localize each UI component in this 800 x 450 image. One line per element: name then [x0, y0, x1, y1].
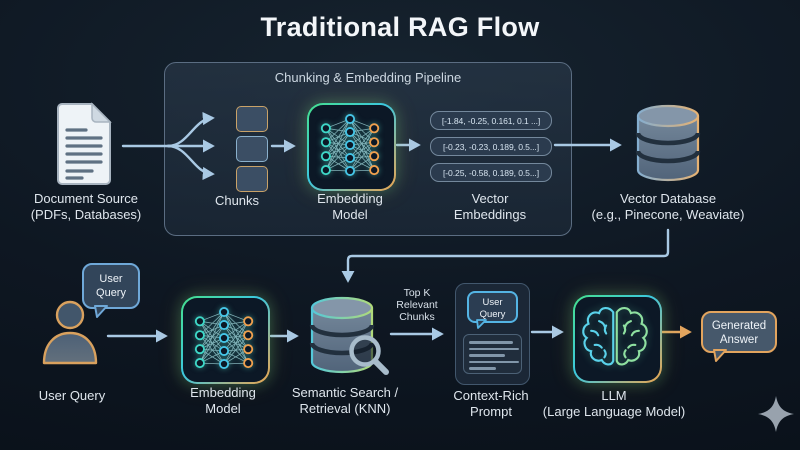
magnifier-icon	[349, 335, 389, 375]
page-title: Traditional RAG Flow	[260, 12, 540, 42]
context-prompt-card: User Query	[455, 283, 530, 385]
bubble-line: User	[482, 297, 503, 308]
text-line	[469, 347, 519, 350]
label-line: Model	[332, 206, 368, 222]
arrow-doc-chunk-top	[166, 111, 215, 148]
text-line	[469, 354, 505, 357]
label-line: Vector	[471, 191, 509, 206]
bubble-line: Query	[96, 287, 126, 299]
context-prompt-label: Context-Rich Prompt	[440, 388, 542, 419]
vector-database-label: Vector Database (e.g., Pinecone, Weaviat…	[574, 191, 762, 222]
person-icon	[42, 300, 98, 365]
arrow-db-to-search-elbow	[341, 228, 670, 283]
bubble-tail	[476, 319, 487, 329]
chunk-square-icon	[236, 136, 268, 162]
llm-label: LLM (Large Language Model)	[518, 388, 710, 419]
chunk-square-icon	[236, 106, 268, 132]
vector-pill: [-0.25, -0.58, 0.189, 0.5...]	[430, 163, 552, 182]
vector-embeddings-label: Vector Embeddings	[440, 191, 540, 222]
user-query-speech-bubble: User Query	[82, 263, 140, 318]
brain-icon	[582, 306, 648, 366]
vector-pill: [-0.23, -0.23, 0.189, 0.5...]	[430, 137, 552, 156]
label-line: LLM	[601, 388, 627, 403]
text-line	[469, 360, 519, 363]
bubble-line: Answer	[719, 334, 759, 346]
user-query-mini-bubble: User Query	[467, 291, 518, 329]
label-line: (PDFs, Databases)	[30, 206, 142, 222]
bubble-tail	[94, 305, 108, 318]
bubble-tail	[713, 349, 727, 362]
label-line: Top K	[403, 287, 431, 299]
label-line: (e.g., Pinecone, Weaviate)	[591, 206, 745, 222]
generated-answer-bubble: Generated Answer	[701, 311, 777, 362]
label-line: Vector Database	[619, 191, 717, 206]
semantic-search-label: Semantic Search / Retrieval (KNN)	[266, 385, 424, 416]
label-line: Document Source	[33, 191, 139, 206]
label-line: Context-Rich	[453, 388, 529, 403]
document-label: Document Source (PDFs, Databases)	[0, 191, 172, 222]
embedding-model-top-label: Embedding Model	[300, 191, 400, 222]
bubble-line: User	[99, 273, 123, 285]
user-query-label: User Query	[38, 388, 106, 403]
document-icon	[57, 102, 112, 185]
database-cylinder-icon	[635, 104, 701, 182]
llm-box	[573, 295, 662, 383]
neural-network-icon	[320, 113, 380, 177]
prompt-text-block	[463, 334, 522, 374]
label-line: Semantic Search /	[291, 385, 399, 400]
database-cylinder-icon	[309, 296, 389, 375]
neural-network-icon	[194, 306, 254, 370]
top-k-annotation: Top K Relevant Chunks	[386, 287, 448, 323]
vector-pill: [-1.84, -0.25, 0.161, 0.1 ...]	[430, 111, 552, 130]
embedding-model-box-top	[307, 103, 396, 191]
label-line: Prompt	[470, 403, 512, 419]
pipeline-header: Chunking & Embedding Pipeline	[274, 70, 462, 85]
sparkle-icon	[758, 396, 794, 432]
label-line: Retrieval (KNN)	[299, 400, 391, 416]
bubble-line: Generated	[711, 320, 767, 332]
embedding-model-bottom-label: Embedding Model	[173, 385, 273, 416]
embedding-model-box-bottom	[181, 296, 270, 384]
label-line: (Large Language Model)	[542, 403, 686, 419]
label-line: Relevant	[396, 299, 438, 311]
chunk-square-icon	[236, 166, 268, 192]
label-line: Embeddings	[453, 206, 527, 222]
text-line	[469, 341, 513, 344]
arrow-doc-chunk-bottom	[166, 144, 215, 181]
text-line	[469, 367, 496, 370]
label-line: Chunks	[399, 311, 435, 323]
label-line: Embedding	[317, 191, 383, 206]
bubble-line: Query	[479, 308, 506, 320]
chunks-label: Chunks	[214, 193, 260, 208]
label-line: Embedding	[190, 385, 256, 400]
label-line: Model	[205, 400, 241, 416]
